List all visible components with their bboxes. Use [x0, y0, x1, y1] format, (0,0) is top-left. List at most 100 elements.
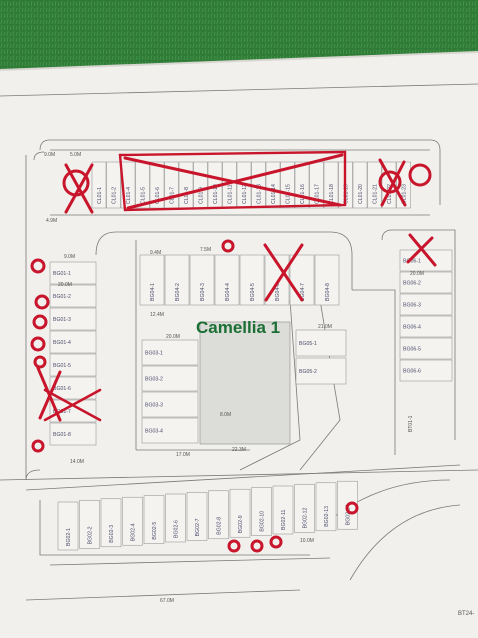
bg01-lot-label-3: BG01-4: [53, 340, 71, 346]
bg01-lot-label-7: BG01-8: [53, 432, 71, 438]
bg02-lot-9: [251, 487, 272, 536]
bg02-lot-label-5: BG02-6: [174, 520, 180, 538]
top-row-lot-label-6: CL01-8: [184, 187, 190, 204]
bg04-lot-7: [314, 254, 340, 306]
bg01-lot-label-5: BG01-6: [53, 386, 71, 392]
bg02-lot-label-12: BG02-13: [324, 506, 330, 527]
top-row-lot-label-12: CL01-14: [271, 184, 277, 204]
bg06-lot-4: [399, 337, 453, 360]
bg01-lot-0: [49, 261, 97, 285]
bg02-lot-label-1: BG02-2: [88, 526, 94, 544]
dim-center-17: 17.0M: [176, 452, 190, 458]
bg06-lot-label-2: BG06-3: [403, 303, 421, 309]
top-row-lot-label-8: CL01-10: [213, 184, 219, 204]
bg04-lot-label-3: BG04-4: [225, 283, 231, 301]
bg02-lot-4: [143, 495, 165, 544]
bg02-lot-0: [57, 501, 79, 551]
bg02-lot-label-3: BG02-4: [131, 523, 137, 541]
bg01-lot-6: [49, 399, 97, 423]
bg05-lot-label-0: BG05-1: [299, 341, 317, 347]
bg02-lot-1: [79, 500, 100, 549]
bg02-lot-label-11: BG02-12: [303, 508, 309, 529]
dim-right-20: 20.0M: [410, 271, 424, 277]
bg03-lot-label-3: BG03-4: [145, 429, 163, 435]
top-row-lot-4: [149, 161, 165, 209]
bg02-lot-8: [229, 488, 251, 538]
bg02-lot-label-9: BG02-10: [260, 511, 266, 532]
central-park-area: [199, 321, 291, 445]
bg01-lot-7: [49, 422, 97, 446]
lot-bt24: BT24-: [458, 611, 474, 617]
bg02-lot-label-2: BG02-3: [109, 525, 115, 543]
bg02-lot-12: [315, 482, 337, 532]
top-row-lot-label-19: CL01-21: [373, 184, 379, 204]
bg04-lot-label-1: BG04-2: [175, 283, 181, 301]
top-row-lot-label-20: CL01-22: [387, 184, 393, 204]
bg03-lot-0: [141, 339, 199, 366]
bg02-lot-3: [122, 496, 143, 546]
bg02-lot-label-4: BG02-5: [152, 522, 158, 540]
bg06-lot-label-4: BG06-5: [403, 347, 421, 353]
red-marker-annotations: [30, 150, 437, 553]
top-row-lot-16: [323, 161, 339, 209]
bg04-lot-4: [239, 254, 265, 306]
dim-center-21: 21.0M: [318, 324, 332, 330]
dim-left-9: 9.0M: [64, 254, 75, 260]
bg06-lot-label-5: BG06-6: [403, 369, 421, 375]
bg05-lot-0: [295, 329, 347, 357]
bg06-lot-label-1: BG06-2: [403, 281, 421, 287]
bg01-lot-3: [49, 330, 97, 354]
bg03-lot-3: [141, 417, 199, 444]
bg06-lot-1: [399, 271, 453, 294]
bg01-lot-label-4: BG01-5: [53, 363, 71, 369]
bg06-lot-3: [399, 315, 453, 338]
top-row-lot-label-2: CL01-4: [126, 187, 132, 204]
bg02-lot-label-10: BG02-11: [281, 510, 287, 530]
bg04-lot-label-6: BG04-7: [300, 283, 306, 301]
dimension-labels: 9.0M 5.0M 9.0M 20.0M 14.0M 9.4M 7.5M 12.…: [44, 152, 424, 604]
top-row-lot-label-1: CL01-2: [112, 187, 118, 204]
bg03-lot-1: [141, 365, 199, 392]
dim-bottom-10: 10.0M: [300, 538, 314, 544]
bg02-lot-11: [294, 484, 315, 533]
dim-center-75: 7.5M: [200, 247, 211, 253]
bg01-lot-5: [49, 376, 97, 400]
bg03-lot-2: [141, 391, 199, 418]
dim-center-223: 22.3M: [232, 447, 246, 453]
bg02-lots: BG02-1 BG02-2 BG02-3 BG02-4 BG02-5 BG02-6 BG02…: [57, 480, 358, 551]
top-row-lot-label-17: CL01-19: [344, 184, 350, 204]
plan-title: Camellia 1: [196, 318, 280, 337]
bg04-lot-label-0: BG04-1: [150, 283, 156, 301]
bg04-lot-2: [189, 254, 215, 306]
dim-top-left: 9.0M: [44, 152, 55, 158]
bg02-lot-label-8: BG02-9: [238, 515, 244, 533]
top-row-lot-label-11: CL01-13: [257, 184, 263, 204]
dim-top-spacing: 5.0M: [70, 152, 81, 158]
bg06-lot-2: [399, 293, 453, 316]
bg04-lot-label-4: BG04-5: [250, 283, 256, 301]
top-row-lot-1: [106, 161, 121, 209]
bg02-lot-label-0: BG02-1: [66, 528, 72, 546]
bg02-lot-label-7: BG02-8: [217, 517, 223, 535]
top-row-lot-label-15: CL01-17: [315, 184, 321, 204]
dim-center-20: 20.0M: [166, 334, 180, 340]
dim-center-8: 8.0M: [220, 412, 231, 418]
bg02-lot-7: [208, 490, 229, 540]
bg06-lot-5: [399, 359, 453, 382]
bg01-lot-2: [49, 307, 97, 331]
bg01-lot-1: [49, 284, 97, 308]
bg04-lot-label-7: BG04-8: [325, 283, 331, 301]
bg01-lot-4: [49, 353, 97, 377]
bg04-lot-label-5: BG04-6: [275, 283, 281, 301]
bg01-lots: BG01-1BG01-2BG01-3BG01-4BG01-5BG01-6BG01…: [49, 261, 97, 446]
bg03-lot-label-0: BG03-1: [145, 351, 163, 357]
top-row-lot-label-21: CL01-23: [402, 184, 408, 204]
bg06-lot-label-0: BG06-1: [403, 259, 421, 265]
top-row-lot-13: [280, 161, 295, 209]
bg03-lot-label-2: BG03-3: [145, 403, 163, 409]
top-row-lot-label-9: CL01-11: [228, 184, 234, 204]
dim-center-94: 9.4M: [150, 250, 161, 256]
top-row-lot-label-0: CL01-1: [97, 187, 103, 204]
bg02-lot-2: [100, 498, 122, 548]
